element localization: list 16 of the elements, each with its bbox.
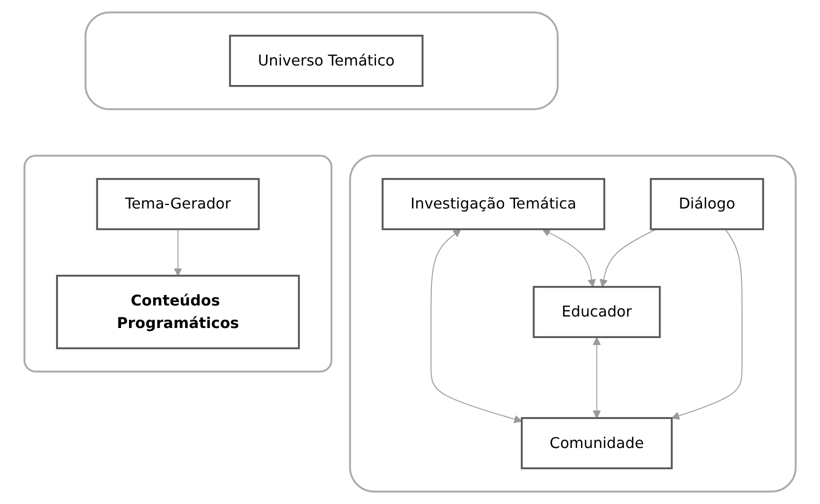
cluster: [84, 12, 559, 110]
node-box: Comunidade: [520, 417, 673, 470]
node-box: Conteúdos Programáticos: [56, 274, 300, 350]
arrow: [430, 229, 522, 424]
arrow: [592, 337, 601, 418]
node-box: Universo Temático: [228, 34, 424, 87]
arrow: [542, 229, 596, 288]
arrow: [600, 228, 657, 288]
cluster: [349, 154, 797, 492]
node-box: Investigação Temática: [382, 178, 606, 230]
cluster: [23, 154, 332, 372]
arrow: [174, 228, 182, 276]
arrow: [671, 228, 742, 420]
node-box: Educador: [532, 286, 661, 338]
node-box: Tema-Gerador: [96, 178, 260, 230]
node-box: Diálogo: [650, 178, 764, 230]
